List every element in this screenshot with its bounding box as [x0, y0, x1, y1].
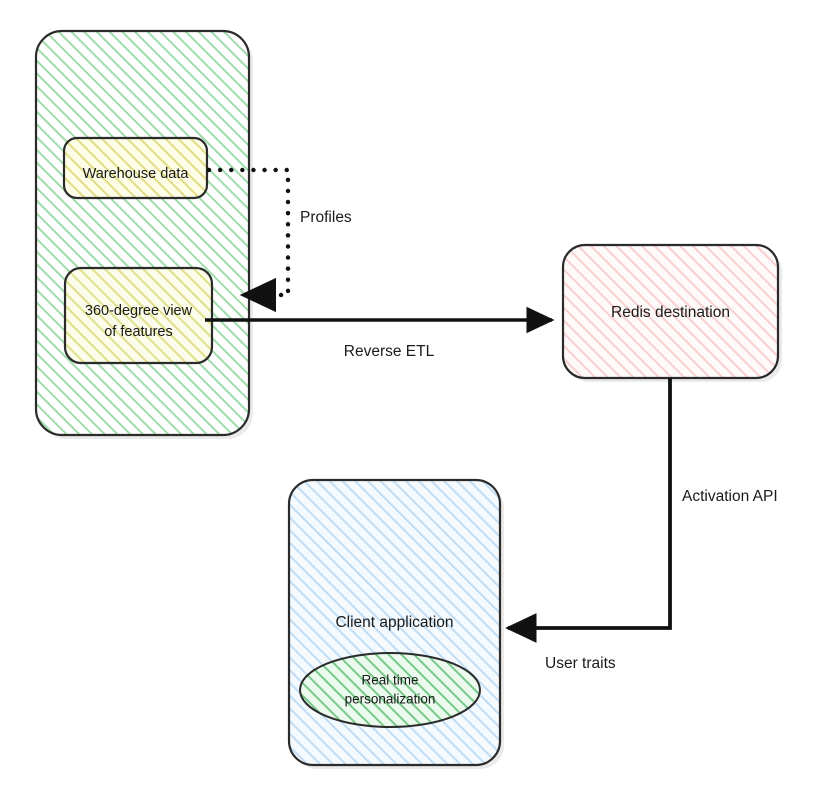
- client-application-label: Client application: [335, 614, 453, 631]
- edge-activation-api[interactable]: Activation API User traits: [505, 378, 778, 672]
- feature-view-label-line1: 360-degree view: [85, 303, 193, 319]
- node-real-time-personalization[interactable]: Real time personalization: [299, 652, 481, 728]
- warehouse-container-shape: [34, 29, 251, 437]
- warehouse-data-shape: [62, 136, 209, 200]
- real-time-personalization-shape: [299, 652, 481, 728]
- edge-reverse-etl[interactable]: Reverse ETL: [205, 306, 555, 360]
- redis-destination-label: Redis destination: [611, 304, 730, 321]
- reverse-etl-edge-label: Reverse ETL: [344, 343, 435, 360]
- real-time-personalization-label-line1: Real time: [361, 673, 418, 688]
- profiles-edge-label: Profiles: [300, 209, 352, 226]
- feature-view-label-line2: of features: [104, 324, 173, 340]
- activation-api-edge-path: [505, 378, 672, 643]
- node-warehouse-data[interactable]: Warehouse data: [62, 136, 209, 200]
- activation-api-edge-label: Activation API: [682, 488, 778, 505]
- user-traits-edge-label: User traits: [545, 655, 616, 672]
- node-warehouse-container[interactable]: [34, 29, 251, 437]
- node-redis-destination[interactable]: Redis destination: [561, 243, 780, 380]
- real-time-personalization-label-line2: personalization: [345, 692, 436, 707]
- warehouse-data-label: Warehouse data: [83, 166, 190, 182]
- feature-view-shape: [63, 266, 214, 365]
- edge-profiles[interactable]: Profiles: [206, 167, 352, 313]
- node-feature-view[interactable]: 360-degree view of features: [63, 266, 214, 365]
